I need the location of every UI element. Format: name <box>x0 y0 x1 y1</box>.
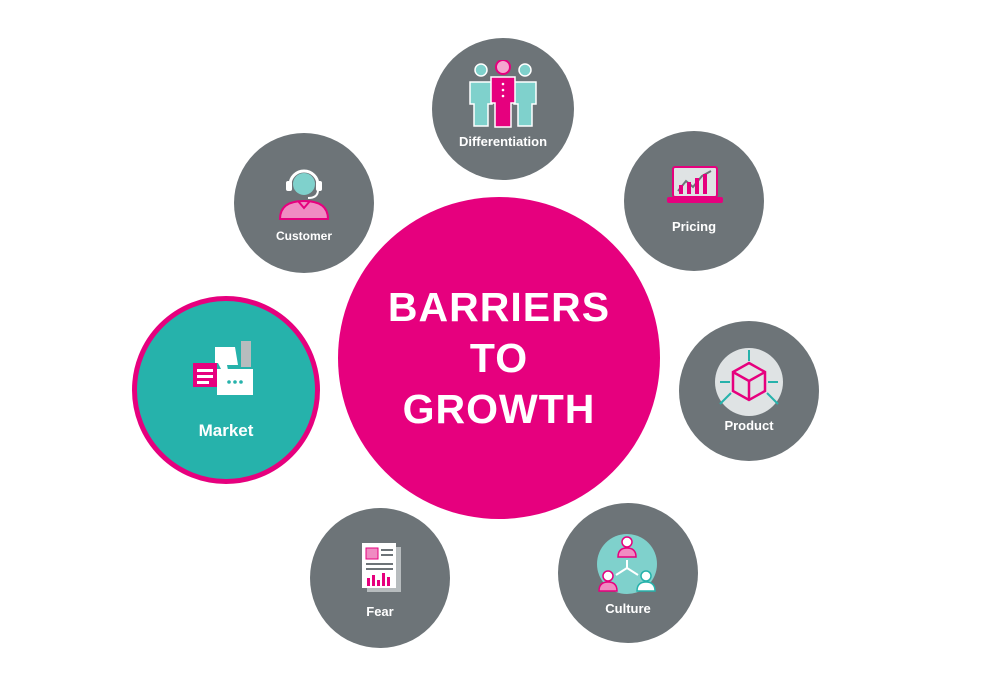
center-title-line-1: BARRIERS <box>387 283 611 330</box>
laptop-chart-icon <box>667 166 723 203</box>
node-fear[interactable]: Fear <box>310 508 450 648</box>
node-label: Pricing <box>671 219 717 234</box>
node-label: Culture <box>605 601 651 616</box>
node-market[interactable]: Market <box>132 296 320 484</box>
center-title-line-3: GROWTH <box>402 385 596 432</box>
node-label: Differentiation <box>458 134 548 149</box>
node-label: Fear <box>366 604 394 619</box>
node-label: Customer <box>275 229 332 243</box>
node-label: Product <box>724 418 774 433</box>
center-circle: BARRIERS TO GROWTH <box>338 197 660 519</box>
headset-agent-icon <box>278 169 330 220</box>
node-label: Market <box>198 421 254 440</box>
node-product[interactable]: Product <box>679 321 819 461</box>
node-pricing[interactable]: Pricing <box>624 131 764 271</box>
node-customer[interactable]: Customer <box>234 133 374 273</box>
report-document-icon <box>362 543 401 592</box>
cube-icon <box>715 348 783 416</box>
feedback-thumbs-down-icon <box>193 341 253 395</box>
center-title-line-2: TO <box>469 334 529 381</box>
team-icon <box>469 60 537 128</box>
node-culture[interactable]: Culture <box>558 503 698 643</box>
hierarchy-people-icon <box>597 534 657 594</box>
node-differentiation[interactable]: Differentiation <box>432 38 574 180</box>
